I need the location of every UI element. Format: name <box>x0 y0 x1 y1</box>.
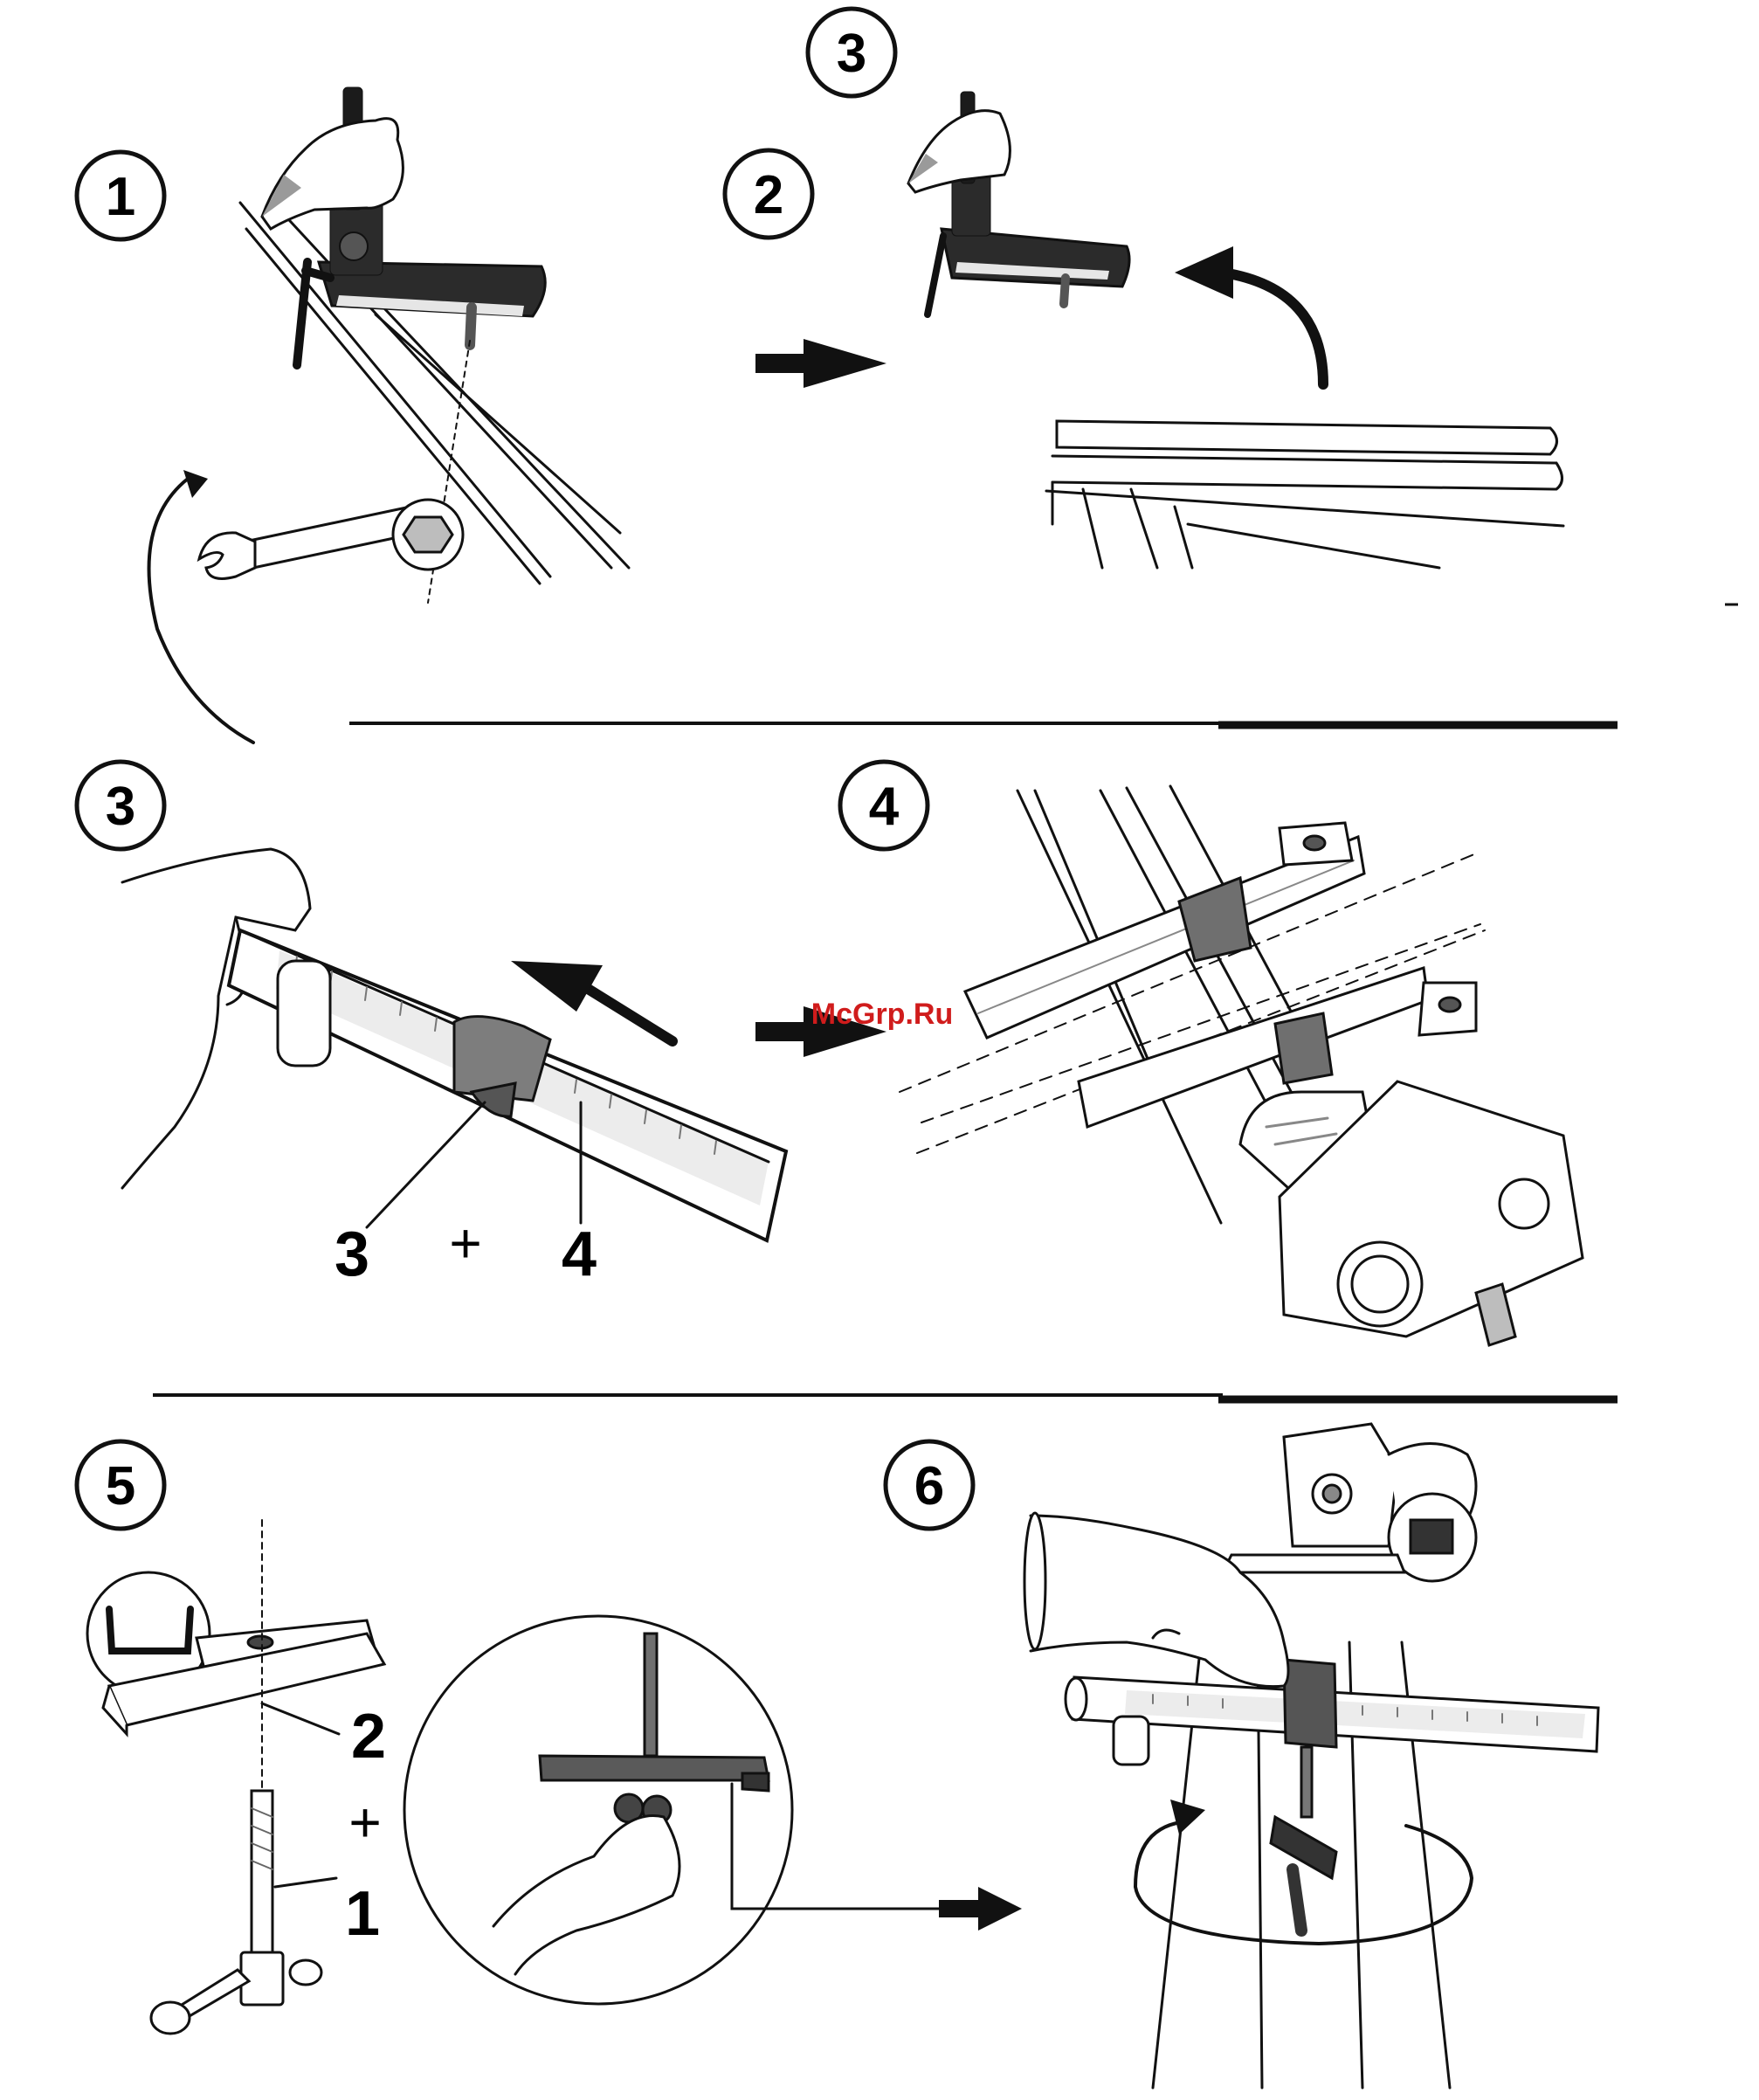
part-label-2: 2 <box>351 1702 386 1772</box>
transition-arrow-3 <box>939 1887 1022 1931</box>
lathe-bed-section <box>1046 421 1563 568</box>
watermark-text: McGrp.Ru <box>811 998 953 1031</box>
plus-sign-panel-5: + <box>348 1791 381 1854</box>
part-label-3: 3 <box>335 1219 369 1289</box>
step-badge-1: 1 <box>77 152 164 239</box>
step-badge-6: 6 <box>886 1441 973 1529</box>
lift-arrow <box>1223 273 1323 384</box>
plus-sign-panel-3: + <box>449 1212 481 1275</box>
step-badge-5: 5 <box>77 1441 164 1529</box>
hand-panel-6 <box>1024 1513 1288 1687</box>
panel-3-illustration <box>122 849 786 1240</box>
step-badge-3-top: 3 <box>808 9 895 96</box>
step-badge-3: 3 <box>77 762 164 849</box>
panel-6-illustration <box>1024 1424 1598 2088</box>
push-arrow <box>585 987 673 1041</box>
svg-text:6: 6 <box>914 1456 944 1516</box>
under-bracket-panel-6 <box>1271 1747 1336 1931</box>
detail-circle-assembly <box>404 1616 939 2004</box>
section-divider-2 <box>153 1395 1618 1399</box>
transition-arrow-1 <box>755 339 886 388</box>
gauge-ruler-panel-6 <box>1066 1660 1598 1765</box>
step-badge-2: 2 <box>725 150 812 238</box>
leader-line-1 <box>275 1878 336 1887</box>
leader-line-3 <box>367 1102 485 1227</box>
rotation-arrow-panel-1 <box>149 479 253 743</box>
hand-panel-2 <box>908 111 1010 192</box>
section-divider-1 <box>349 723 1618 725</box>
panel-5-illustration <box>87 1520 384 2034</box>
wrench <box>199 500 463 578</box>
svg-text:5: 5 <box>106 1456 135 1516</box>
threaded-bolt <box>151 1791 321 2034</box>
panel-2-illustration <box>908 92 1563 568</box>
svg-text:4: 4 <box>869 777 900 837</box>
svg-text:1: 1 <box>106 167 135 227</box>
svg-text:3: 3 <box>106 777 135 837</box>
svg-text:2: 2 <box>754 165 783 225</box>
leader-line-2 <box>262 1703 339 1734</box>
step-badge-4: 4 <box>840 762 928 849</box>
panel-1-illustration <box>149 87 629 743</box>
part-label-4: 4 <box>562 1219 597 1289</box>
panel-4-illustration <box>900 786 1583 1345</box>
lathe-body <box>1153 1424 1476 2088</box>
part-label-1: 1 <box>345 1879 380 1949</box>
headstock-motor <box>1240 1081 1583 1345</box>
gauge-bar-upper <box>965 823 1364 1038</box>
svg-text:3: 3 <box>837 24 866 84</box>
